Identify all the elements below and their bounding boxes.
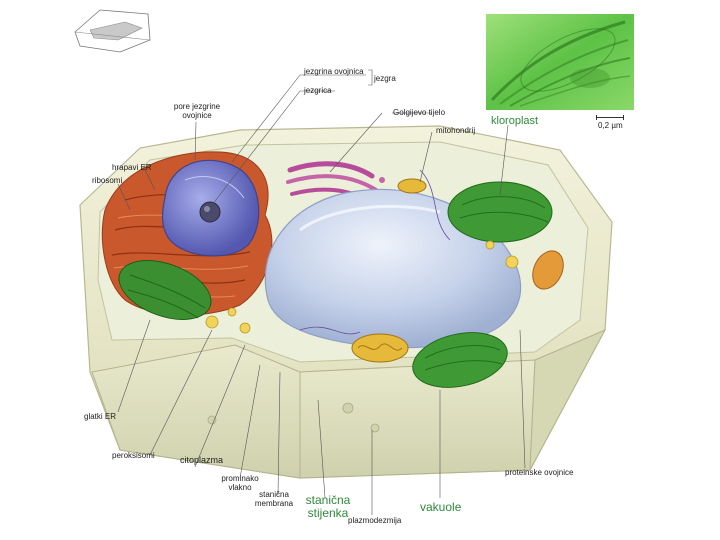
nucleus [162,159,260,257]
chloroplast-bottom-right [412,332,508,388]
label-membrane-line2: membrana [254,499,294,508]
label-vacuole: vakuole [420,500,462,514]
chloroplast-micrograph [486,14,634,110]
label-smooth-er: glatki ER [84,412,117,421]
chloroplast-top-right [447,181,553,243]
label-nuclear-envelope: jezgrina ovojnica [304,67,364,76]
leader-lines [117,69,526,515]
mitochondria [351,178,564,363]
label-golgi: Golgijevo tijelo [393,108,446,117]
label-cell-wall: stanična stijenka [296,494,360,520]
label-nuclear-pores: pore jezgrine ovojnice [162,102,232,120]
chloroplast-left [118,260,212,320]
label-nucleus: jezgra [374,74,396,83]
label-nucleolus: jezgrica [304,86,332,95]
label-nuclear-pores-line2: ovojnice [182,111,212,120]
protein-fibers [299,169,451,335]
label-nuclear-pores-line1: pore jezgrine [173,102,221,111]
label-mitochondria: mitohondrij [436,126,476,135]
label-cell-membrane: stanična membrana [244,490,304,508]
peroxisomes [205,240,519,334]
label-membrane-line1: stanična [259,490,289,499]
label-cell-wall-line2: stijenka [307,506,349,520]
scale-bar [596,115,624,120]
label-peroxisomes: peroksisomi [112,451,155,460]
label-intermediate-line1: prominako [221,474,259,483]
cell-orientation-icon [74,9,151,53]
label-cytoplasm: citoplazma [180,455,224,465]
label-cell-wall-line1: stanična [305,493,351,507]
label-ribosomes: ribosomi [92,176,123,185]
label-chloroplast: kloroplast [491,115,539,127]
label-plasmodesmata: plazmodezmija [348,516,402,525]
label-protein-fibers: proteinske ovojnice [505,468,574,477]
label-intermediate-filament: prominako vlakno [210,474,270,492]
label-scale: 0,2 µm [598,121,623,130]
nucleolus [199,201,221,223]
label-rough-er: hrapavi ER [112,163,152,172]
label-intermediate-line2: vlakno [228,483,252,492]
